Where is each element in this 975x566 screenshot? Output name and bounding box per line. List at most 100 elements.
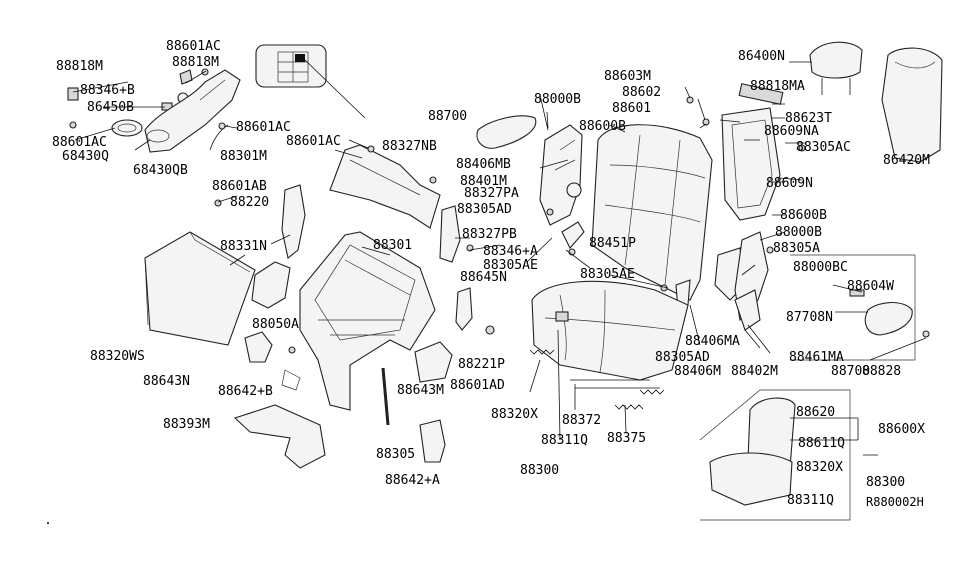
label-sheet-part	[255, 44, 327, 88]
part-label: 88305AD	[457, 202, 512, 217]
seat-frame-bars	[318, 259, 411, 336]
recliner-knob	[566, 182, 582, 198]
part-label: 88220	[230, 195, 269, 210]
part-label: 88305AE	[483, 258, 538, 273]
pin-part	[849, 289, 865, 297]
seatback-stitching	[604, 134, 706, 286]
part-label: 86450B	[87, 100, 134, 115]
part-label: 88346+B	[80, 83, 135, 98]
part-label: 87708N	[786, 310, 833, 325]
part-label: 88623T	[785, 111, 832, 126]
inset-box	[699, 389, 851, 521]
bracket-part	[414, 341, 453, 383]
part-label: 88700	[831, 364, 870, 379]
plate-part	[455, 287, 473, 331]
part-label: 88311Q	[541, 433, 588, 448]
armrest-part	[476, 115, 537, 149]
bolt-part	[367, 145, 375, 153]
part-label: 88406MA	[685, 334, 740, 349]
corner-dot	[47, 522, 49, 524]
back-panel-inner	[731, 119, 773, 209]
part-label: 88301	[373, 238, 412, 253]
armrest-part	[864, 301, 913, 336]
part-label: 88406MB	[456, 157, 511, 172]
console-cup	[146, 129, 170, 143]
part-label: 86400N	[738, 49, 785, 64]
part-label: 88372	[562, 413, 601, 428]
bolt-part	[660, 284, 668, 292]
seatback-part	[591, 124, 713, 301]
part-label: 88320X	[796, 460, 843, 475]
bolt-part	[288, 346, 296, 354]
wire-part	[209, 124, 229, 151]
part-label: 88327NB	[382, 139, 437, 154]
part-label: 88601AC	[52, 135, 107, 150]
part-label: 88300	[866, 475, 905, 490]
part-label: 88451P	[589, 236, 636, 251]
storage-bin-part	[144, 231, 256, 346]
bolt-part	[69, 121, 77, 129]
console-part	[144, 69, 241, 153]
part-label: 88609N	[766, 176, 813, 191]
part-label: 88000B	[775, 225, 822, 240]
spring-part	[639, 389, 665, 395]
diagram-ref: R880002H	[866, 495, 924, 509]
part-label: 88406M	[674, 364, 721, 379]
part-label: 88602	[622, 85, 661, 100]
part-label: 88642+B	[218, 384, 273, 399]
bolt-part	[702, 118, 710, 126]
part-label: 88331N	[220, 239, 267, 254]
bolt-part	[218, 122, 226, 130]
bolt-part	[798, 144, 806, 152]
bracket-part	[419, 419, 446, 463]
part-label: 88601AC	[286, 134, 341, 149]
part-label: 88611Q	[798, 436, 845, 451]
bolt-part	[214, 199, 222, 207]
part-label: 88828	[862, 364, 901, 379]
part-label: 88320X	[491, 407, 538, 422]
part-label: 88327PA	[464, 186, 519, 201]
part-label: 68430Q	[62, 149, 109, 164]
cover-detail	[894, 61, 936, 69]
part-label: 88601AB	[212, 179, 267, 194]
part-label: 88643N	[143, 374, 190, 389]
bracket-part	[251, 261, 291, 309]
bolt-part	[922, 330, 930, 338]
cover-part	[233, 404, 326, 469]
bolt-part	[429, 176, 437, 184]
part-label: 88600B	[780, 208, 827, 223]
part-label: 88645N	[460, 270, 507, 285]
seat-cushion-part	[531, 280, 689, 381]
inset-seat-cushion	[709, 452, 793, 506]
part-label: 88000BC	[793, 260, 848, 275]
armrest-group-box	[790, 254, 916, 361]
part-label: 88402M	[731, 364, 778, 379]
console-detail	[199, 79, 226, 101]
part-label: 88603M	[604, 69, 651, 84]
clip-part	[179, 69, 193, 85]
storage-bin-detail	[144, 231, 251, 326]
part-label: 88000B	[534, 92, 581, 107]
part-label: 88818M	[56, 59, 103, 74]
bracket-part	[734, 289, 761, 331]
part-label: 88818M	[172, 55, 219, 70]
leader-lines	[72, 61, 927, 456]
part-label: 88320WS	[90, 349, 145, 364]
seat-tag	[555, 311, 569, 322]
part-label: 88601	[612, 101, 651, 116]
rod-part	[381, 367, 390, 426]
seat-frame-part	[299, 231, 436, 411]
spring-part	[614, 404, 644, 410]
strip-part	[738, 83, 784, 105]
part-label: 88642+A	[385, 473, 440, 488]
label-sheet-mark	[295, 54, 305, 62]
trim-part	[281, 184, 306, 259]
part-label: 88818MA	[750, 79, 805, 94]
part-label: 88305A	[773, 241, 820, 256]
part-label: 88461MA	[789, 350, 844, 365]
trim-part	[439, 205, 461, 263]
part-label: 88305AE	[580, 267, 635, 282]
